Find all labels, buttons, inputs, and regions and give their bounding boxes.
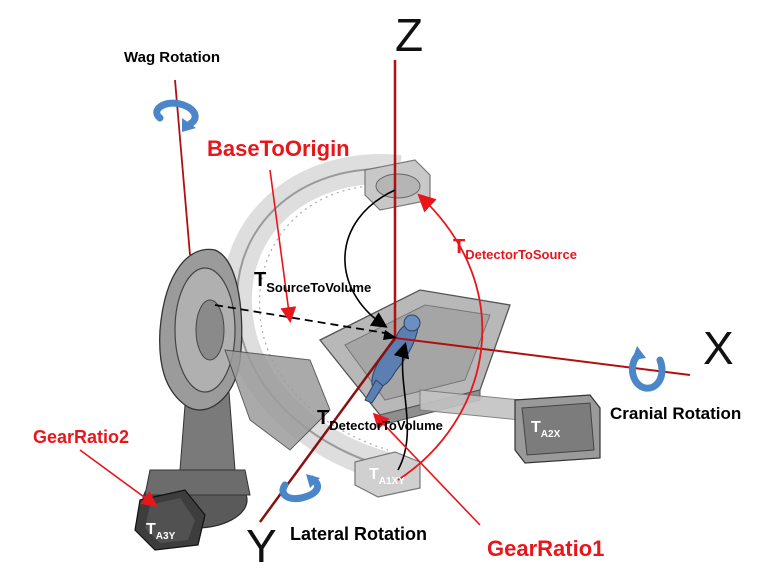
cranial-rotation-arrow-icon: [628, 346, 666, 392]
y-axis-label: Y: [246, 520, 277, 572]
lateral-rotation-arrow-icon: [279, 474, 322, 503]
t-a2x-label: TA2X: [531, 419, 561, 440]
t-a1xy-label: TA1XY: [369, 466, 405, 487]
patient-table: [318, 289, 521, 426]
base-stand: [142, 248, 331, 529]
gear-ratio-2-label: GearRatio2: [33, 427, 130, 447]
detector: [354, 451, 421, 498]
t-detector-to-source-label: TDetectorToSource: [453, 236, 577, 262]
cranial-rotation-label: Cranial Rotation: [610, 404, 742, 423]
gear-ratio-1-label: GearRatio1: [487, 536, 605, 561]
t-source-to-volume-label: TSourceToVolume: [254, 269, 372, 295]
wag-rotation-label: Wag Rotation: [124, 49, 221, 66]
wag-rotation-arrow-icon: [153, 99, 199, 132]
gear-motor-2: [514, 394, 601, 464]
t-detector-to-volume-label: TDetectorToVolume: [317, 407, 443, 433]
base-to-origin-label: BaseToOrigin: [207, 136, 350, 161]
transform-curves: [79, 169, 484, 526]
x-axis-label: X: [703, 322, 734, 374]
axis-lines: [174, 60, 691, 523]
t-a3y-label: TA3Y: [146, 521, 176, 542]
z-axis-label: Z: [395, 9, 424, 61]
lateral-rotation-label: Lateral Rotation: [290, 524, 428, 544]
